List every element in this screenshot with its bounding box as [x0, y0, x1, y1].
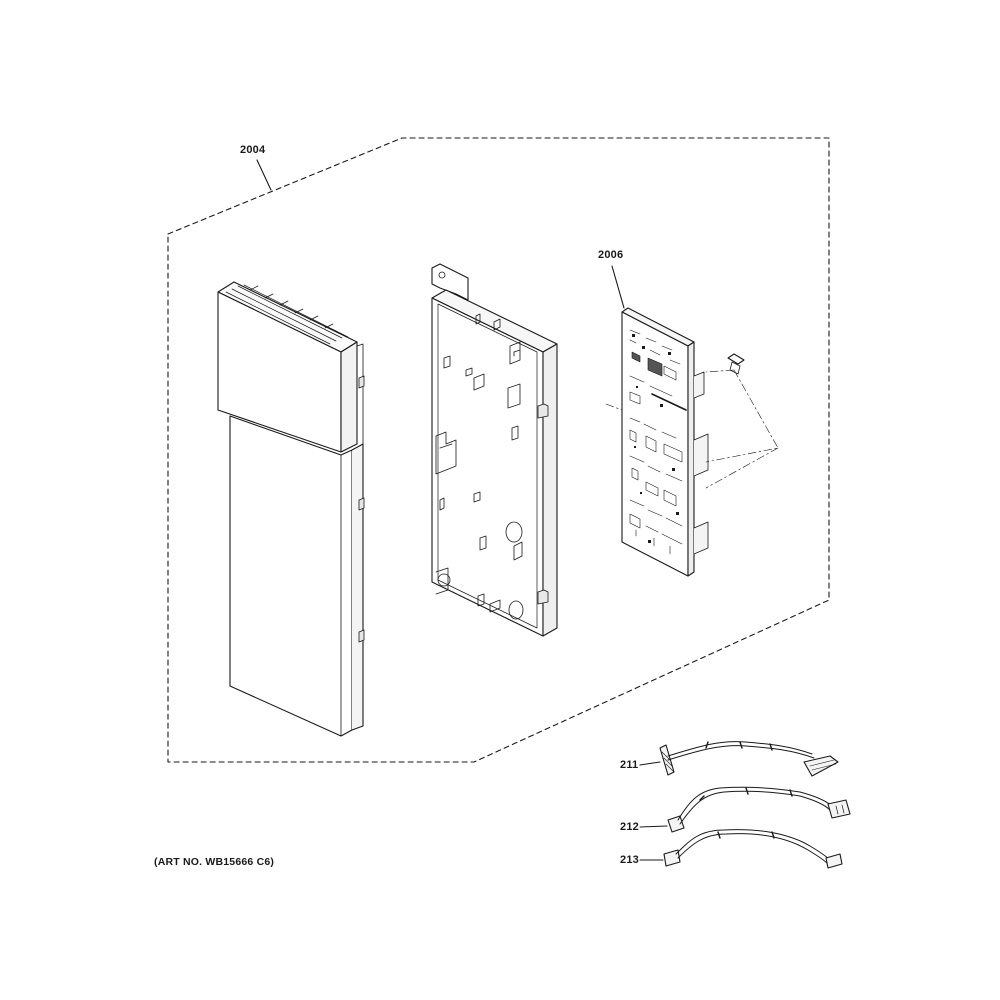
mounting-screw	[727, 353, 745, 375]
assembly-leader	[256, 159, 272, 191]
wire-harness-212	[639, 786, 851, 833]
wire-harness-213	[639, 829, 843, 869]
assembly-guide-lines	[605, 369, 779, 489]
callout-211: 211	[620, 759, 639, 771]
callout-212: 212	[620, 821, 639, 833]
harness-211-leader	[639, 761, 661, 766]
callout-2004: 2004	[240, 144, 266, 156]
assembly-boundary	[167, 137, 830, 763]
harness-212-leader	[639, 825, 668, 828]
control-panel-front	[217, 281, 365, 737]
callout-213: 213	[620, 854, 639, 866]
art-number: (ART NO. WB15666 C6)	[154, 856, 275, 868]
wire-harness-211	[639, 741, 839, 777]
mounting-bracket	[431, 263, 558, 637]
control-board-pcb	[611, 265, 709, 577]
callout-2006: 2006	[598, 249, 624, 261]
control-board-leader	[611, 265, 625, 309]
